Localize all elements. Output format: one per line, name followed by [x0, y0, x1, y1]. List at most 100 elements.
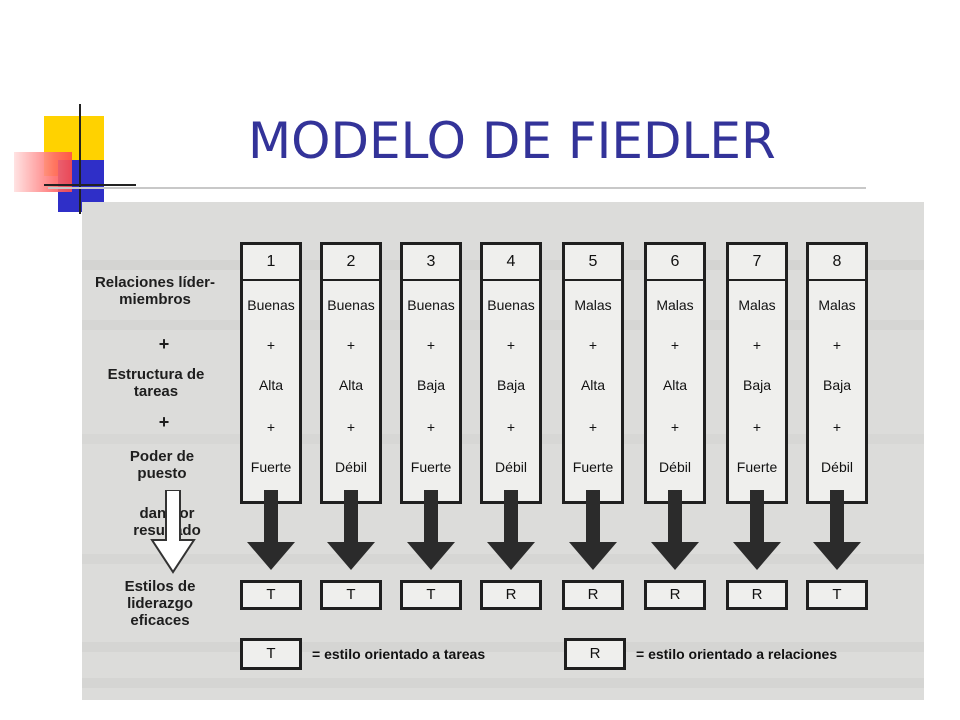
legend-r-box: R: [564, 638, 626, 670]
cell-plus: +: [752, 337, 762, 353]
style-result-box: R: [562, 580, 624, 610]
cell-poder: Fuerte: [410, 459, 452, 475]
legend-t-box: T: [240, 638, 302, 670]
situation-number: 2: [346, 253, 356, 270]
cell-estructura: Baja: [822, 377, 852, 393]
label-estructura: Estructura de tareas: [107, 366, 205, 400]
cell-plus: +: [670, 419, 680, 435]
column-divider: [647, 279, 703, 281]
cell-plus: +: [588, 337, 598, 353]
title-divider: [48, 187, 866, 189]
down-arrow-icon: [407, 542, 455, 570]
cell-relaciones: Malas: [574, 297, 612, 313]
scan-noise: [82, 642, 924, 652]
down-arrow-shaft: [264, 490, 278, 544]
down-arrow-icon: [327, 542, 375, 570]
cell-plus: +: [506, 419, 516, 435]
cell-estructura: Baja: [496, 377, 526, 393]
down-arrow-shaft: [424, 490, 438, 544]
cell-estructura: Baja: [742, 377, 772, 393]
cell-plus: +: [506, 337, 516, 353]
cell-plus: +: [426, 419, 436, 435]
slide-title: MODELO DE FIEDLER: [248, 112, 776, 170]
fiedler-diagram-scan: Relaciones líder- miembros + Estructura …: [82, 202, 924, 700]
label-plus: +: [158, 412, 170, 432]
cell-estructura: Alta: [580, 377, 606, 393]
deco-horizontal-line: [44, 184, 136, 186]
scan-noise: [82, 678, 924, 688]
situation-number: 3: [426, 253, 436, 270]
cell-plus: +: [832, 337, 842, 353]
deco-vertical-line: [79, 104, 81, 214]
cell-plus: +: [346, 337, 356, 353]
cell-poder: Débil: [821, 459, 853, 475]
cell-poder: Fuerte: [250, 459, 292, 475]
down-arrow-shaft: [504, 490, 518, 544]
cell-estructura: Alta: [662, 377, 688, 393]
cell-poder: Débil: [335, 459, 367, 475]
cell-poder: Débil: [659, 459, 691, 475]
down-arrow-shaft: [586, 490, 600, 544]
column-divider: [809, 279, 865, 281]
situation-number: 7: [752, 253, 762, 270]
label-estilos: Estilos de liderazgo eficaces: [124, 578, 196, 629]
down-arrow-shaft: [344, 490, 358, 544]
legend-t-text: = estilo orientado a tareas: [312, 646, 486, 662]
cell-poder: Fuerte: [572, 459, 614, 475]
column-divider: [729, 279, 785, 281]
style-result-box: T: [240, 580, 302, 610]
column-divider: [565, 279, 621, 281]
style-result-box: R: [480, 580, 542, 610]
situation-number: 4: [506, 253, 516, 270]
down-arrow-icon: [487, 542, 535, 570]
cell-plus: +: [832, 419, 842, 435]
down-arrow-shaft: [750, 490, 764, 544]
down-arrow-shaft: [830, 490, 844, 544]
situation-number: 1: [266, 253, 276, 270]
cell-relaciones: Malas: [656, 297, 694, 313]
down-arrow-icon: [813, 542, 861, 570]
cell-estructura: Alta: [338, 377, 364, 393]
style-result-box: T: [320, 580, 382, 610]
cell-estructura: Baja: [416, 377, 446, 393]
situation-number: 5: [588, 253, 598, 270]
down-arrow-shaft: [668, 490, 682, 544]
style-result-box: T: [400, 580, 462, 610]
cell-plus: +: [588, 419, 598, 435]
column-divider: [323, 279, 379, 281]
style-result-box: T: [806, 580, 868, 610]
column-divider: [243, 279, 299, 281]
column-divider: [483, 279, 539, 281]
cell-poder: Débil: [495, 459, 527, 475]
cell-plus: +: [266, 419, 276, 435]
cell-relaciones: Malas: [738, 297, 776, 313]
cell-plus: +: [266, 337, 276, 353]
style-result-box: R: [726, 580, 788, 610]
down-arrow-icon: [569, 542, 617, 570]
label-relaciones: Relaciones líder- miembros: [94, 274, 216, 308]
down-arrow-icon: [651, 542, 699, 570]
cell-relaciones: Buenas: [327, 297, 375, 313]
cell-poder: Fuerte: [736, 459, 778, 475]
label-poder: Poder de puesto: [129, 448, 195, 482]
cell-relaciones: Buenas: [247, 297, 295, 313]
down-arrow-icon: [733, 542, 781, 570]
cell-plus: +: [426, 337, 436, 353]
deco-red-square: [14, 152, 72, 192]
cell-relaciones: Buenas: [487, 297, 535, 313]
cell-plus: +: [346, 419, 356, 435]
situation-number: 6: [670, 253, 680, 270]
cell-plus: +: [752, 419, 762, 435]
hollow-arrow-icon: [150, 490, 196, 574]
cell-relaciones: Malas: [818, 297, 856, 313]
cell-relaciones: Buenas: [407, 297, 455, 313]
down-arrow-icon: [247, 542, 295, 570]
